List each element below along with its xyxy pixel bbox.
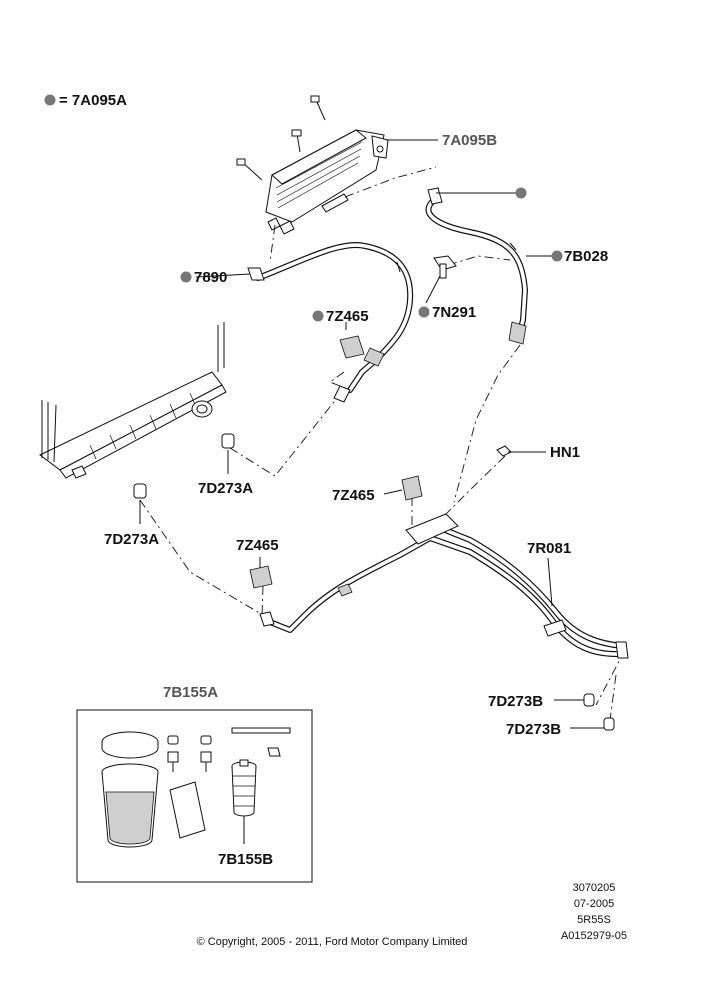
label-7n291: 7N291 [432, 304, 476, 321]
label-7z465-mid: 7Z465 [332, 487, 375, 504]
connector-7d273a-1 [221, 433, 235, 474]
legend-text: = 7A095A [59, 92, 127, 109]
document-meta: 3070205 07-2005 5R55S A0152979-05 [561, 882, 627, 942]
label-7d273b-1: 7D273B [488, 693, 543, 710]
label-7z465-top: 7Z465 [326, 308, 369, 325]
meta-line-4: A0152979-05 [561, 930, 627, 942]
label-7890: 7890 [194, 269, 227, 286]
meta-line-3: 5R55S [577, 914, 611, 926]
connector-7d273b-1 [554, 693, 595, 707]
oil-cooler [236, 95, 438, 235]
label-hn1: HN1 [550, 444, 580, 461]
meta-line-1: 3070205 [573, 882, 616, 894]
clip-7z465-top [312, 310, 365, 359]
label-7d273a-1: 7D273A [198, 480, 253, 497]
radiator [39, 322, 227, 479]
bolt-hn1 [496, 445, 546, 457]
legend-dot-icon [44, 94, 56, 106]
copyright-text: © Copyright, 2005 - 2011, Ford Motor Com… [197, 936, 468, 948]
connector-7d273a-2 [133, 483, 147, 524]
label-7a095b: 7A095B [442, 132, 497, 149]
label-7d273b-2: 7D273B [506, 721, 561, 738]
tube-7r081 [259, 513, 629, 659]
clip-7z465-low [249, 557, 273, 589]
kit-box-7b155a [76, 709, 313, 883]
label-7d273a-2: 7D273A [104, 531, 159, 548]
label-7z465-low: 7Z465 [236, 537, 279, 554]
hose-7b028 [425, 187, 563, 345]
connector-7d273b-2 [570, 717, 615, 731]
label-7b028: 7B028 [564, 248, 608, 265]
hose-7890 [180, 242, 414, 403]
clip-7z465-mid [383, 475, 423, 501]
label-7r081: 7R081 [527, 540, 571, 557]
label-7b155b: 7B155B [218, 851, 273, 868]
legend: = 7A095A [44, 92, 127, 109]
meta-line-2: 07-2005 [574, 898, 614, 910]
clip-7n291 [418, 255, 457, 318]
label-7b155a: 7B155A [163, 684, 218, 701]
